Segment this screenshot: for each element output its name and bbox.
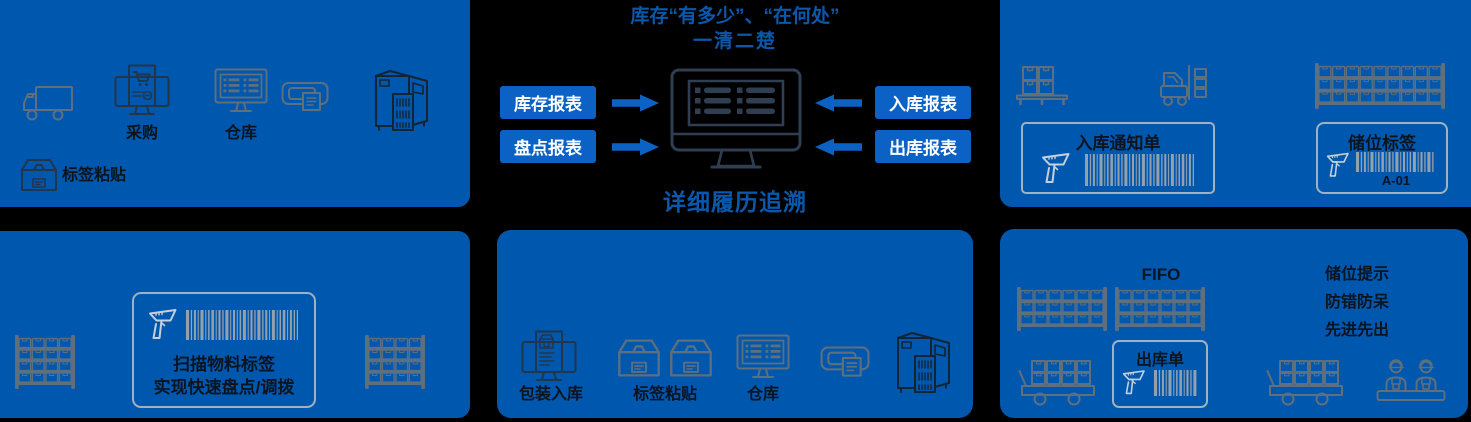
- barcode-icon: [1356, 152, 1434, 172]
- warehouse-label: 仓库: [746, 386, 779, 403]
- labeling-label: 标签粘贴: [632, 386, 697, 403]
- fifo-label: FIFO: [1141, 265, 1181, 284]
- workers-icon: [1376, 356, 1446, 404]
- barcode-icon: [1154, 370, 1197, 396]
- stocktake-report-button[interactable]: 盘点报表: [500, 130, 596, 163]
- panel-procurement-inbound: 采购 仓库 标签粘贴: [0, 0, 470, 207]
- inbound-notice-card: 入库通知单: [1021, 122, 1215, 194]
- monitor-list-icon: [214, 68, 268, 118]
- truck-icon: [22, 84, 74, 122]
- terminal-icon: [896, 330, 952, 396]
- stock-report-button[interactable]: 库存报表: [500, 86, 596, 119]
- inbound-notice-title: 入库通知单: [1075, 134, 1161, 153]
- rack-icon: [1315, 63, 1445, 109]
- scan-card-line1: 扫描物料标签: [173, 355, 275, 374]
- scanner-icon: [1326, 151, 1350, 180]
- scan-card-line2: 实现快速盘点/调拨: [153, 378, 295, 397]
- note-fifo-cn: 先进先出: [1324, 322, 1389, 339]
- rack-icon: [1017, 287, 1107, 331]
- forklift-icon: [1156, 64, 1210, 108]
- outbound-order-title: 出库单: [1135, 352, 1184, 369]
- outbound-report-button[interactable]: 出库报表: [875, 130, 971, 163]
- boxes-icon: [617, 338, 661, 378]
- arrow-left-icon: [815, 94, 862, 112]
- barcode-icon: [1085, 154, 1194, 186]
- labeling-label: 标签粘贴: [62, 167, 127, 184]
- location-code: A-01: [1381, 173, 1411, 188]
- scanner-icon: [1041, 152, 1071, 186]
- panel-putaway: 入库通知单 储位标签 A-01: [1000, 0, 1471, 207]
- warehouse-label: 仓库: [224, 125, 257, 142]
- packing-inbound-label: 包装入库: [518, 386, 583, 403]
- barcode-icon: [186, 310, 298, 340]
- outbound-order-card: 出库单: [1112, 340, 1208, 408]
- rack-icon: [365, 335, 426, 389]
- pallet-icon: [1016, 64, 1068, 108]
- panel-packing-inbound: 包装入库 标签粘贴 仓库: [497, 230, 973, 418]
- note-location-hint: 储位提示: [1324, 266, 1389, 283]
- arrow-right-icon: [612, 138, 659, 156]
- rack-icon: [15, 335, 76, 389]
- monitor-cart-icon: [114, 64, 170, 124]
- panel-stocktake: 扫描物料标签 实现快速盘点/调拨: [0, 231, 470, 418]
- arrow-left-icon: [815, 138, 862, 156]
- inbound-report-button[interactable]: 入库报表: [875, 86, 971, 119]
- box-icon: [20, 158, 58, 192]
- procurement-label: 采购: [125, 125, 158, 142]
- scanner-icon: [148, 308, 178, 342]
- printer-icon: [281, 78, 329, 112]
- center-title-line2: 一清二楚: [692, 31, 777, 52]
- scanner-icon: [1122, 368, 1146, 398]
- rack-icon: [1115, 287, 1205, 331]
- boxes-icon: [669, 338, 713, 378]
- cart-icon: [1264, 356, 1348, 408]
- monitor-list-icon: [736, 334, 790, 384]
- arrow-right-icon: [612, 94, 659, 112]
- terminal-icon: [374, 68, 430, 134]
- center-title-line1: 库存“有多少”、“在何处”: [630, 6, 840, 27]
- location-label-title: 储位标签: [1348, 134, 1416, 153]
- monitor-doc-icon: [521, 330, 577, 388]
- note-error-proofing: 防错防呆: [1324, 294, 1389, 311]
- cart-icon: [1016, 356, 1100, 408]
- center-caption: 详细履历追溯: [663, 189, 807, 215]
- monitor-report-icon: [670, 68, 802, 172]
- panel-outbound: FIFO 储位提示 防错防呆 先进先出 出库单: [1000, 229, 1468, 418]
- scan-material-card: 扫描物料标签 实现快速盘点/调拨: [132, 292, 316, 408]
- printer-icon: [820, 342, 870, 378]
- location-label-card: 储位标签 A-01: [1316, 122, 1448, 194]
